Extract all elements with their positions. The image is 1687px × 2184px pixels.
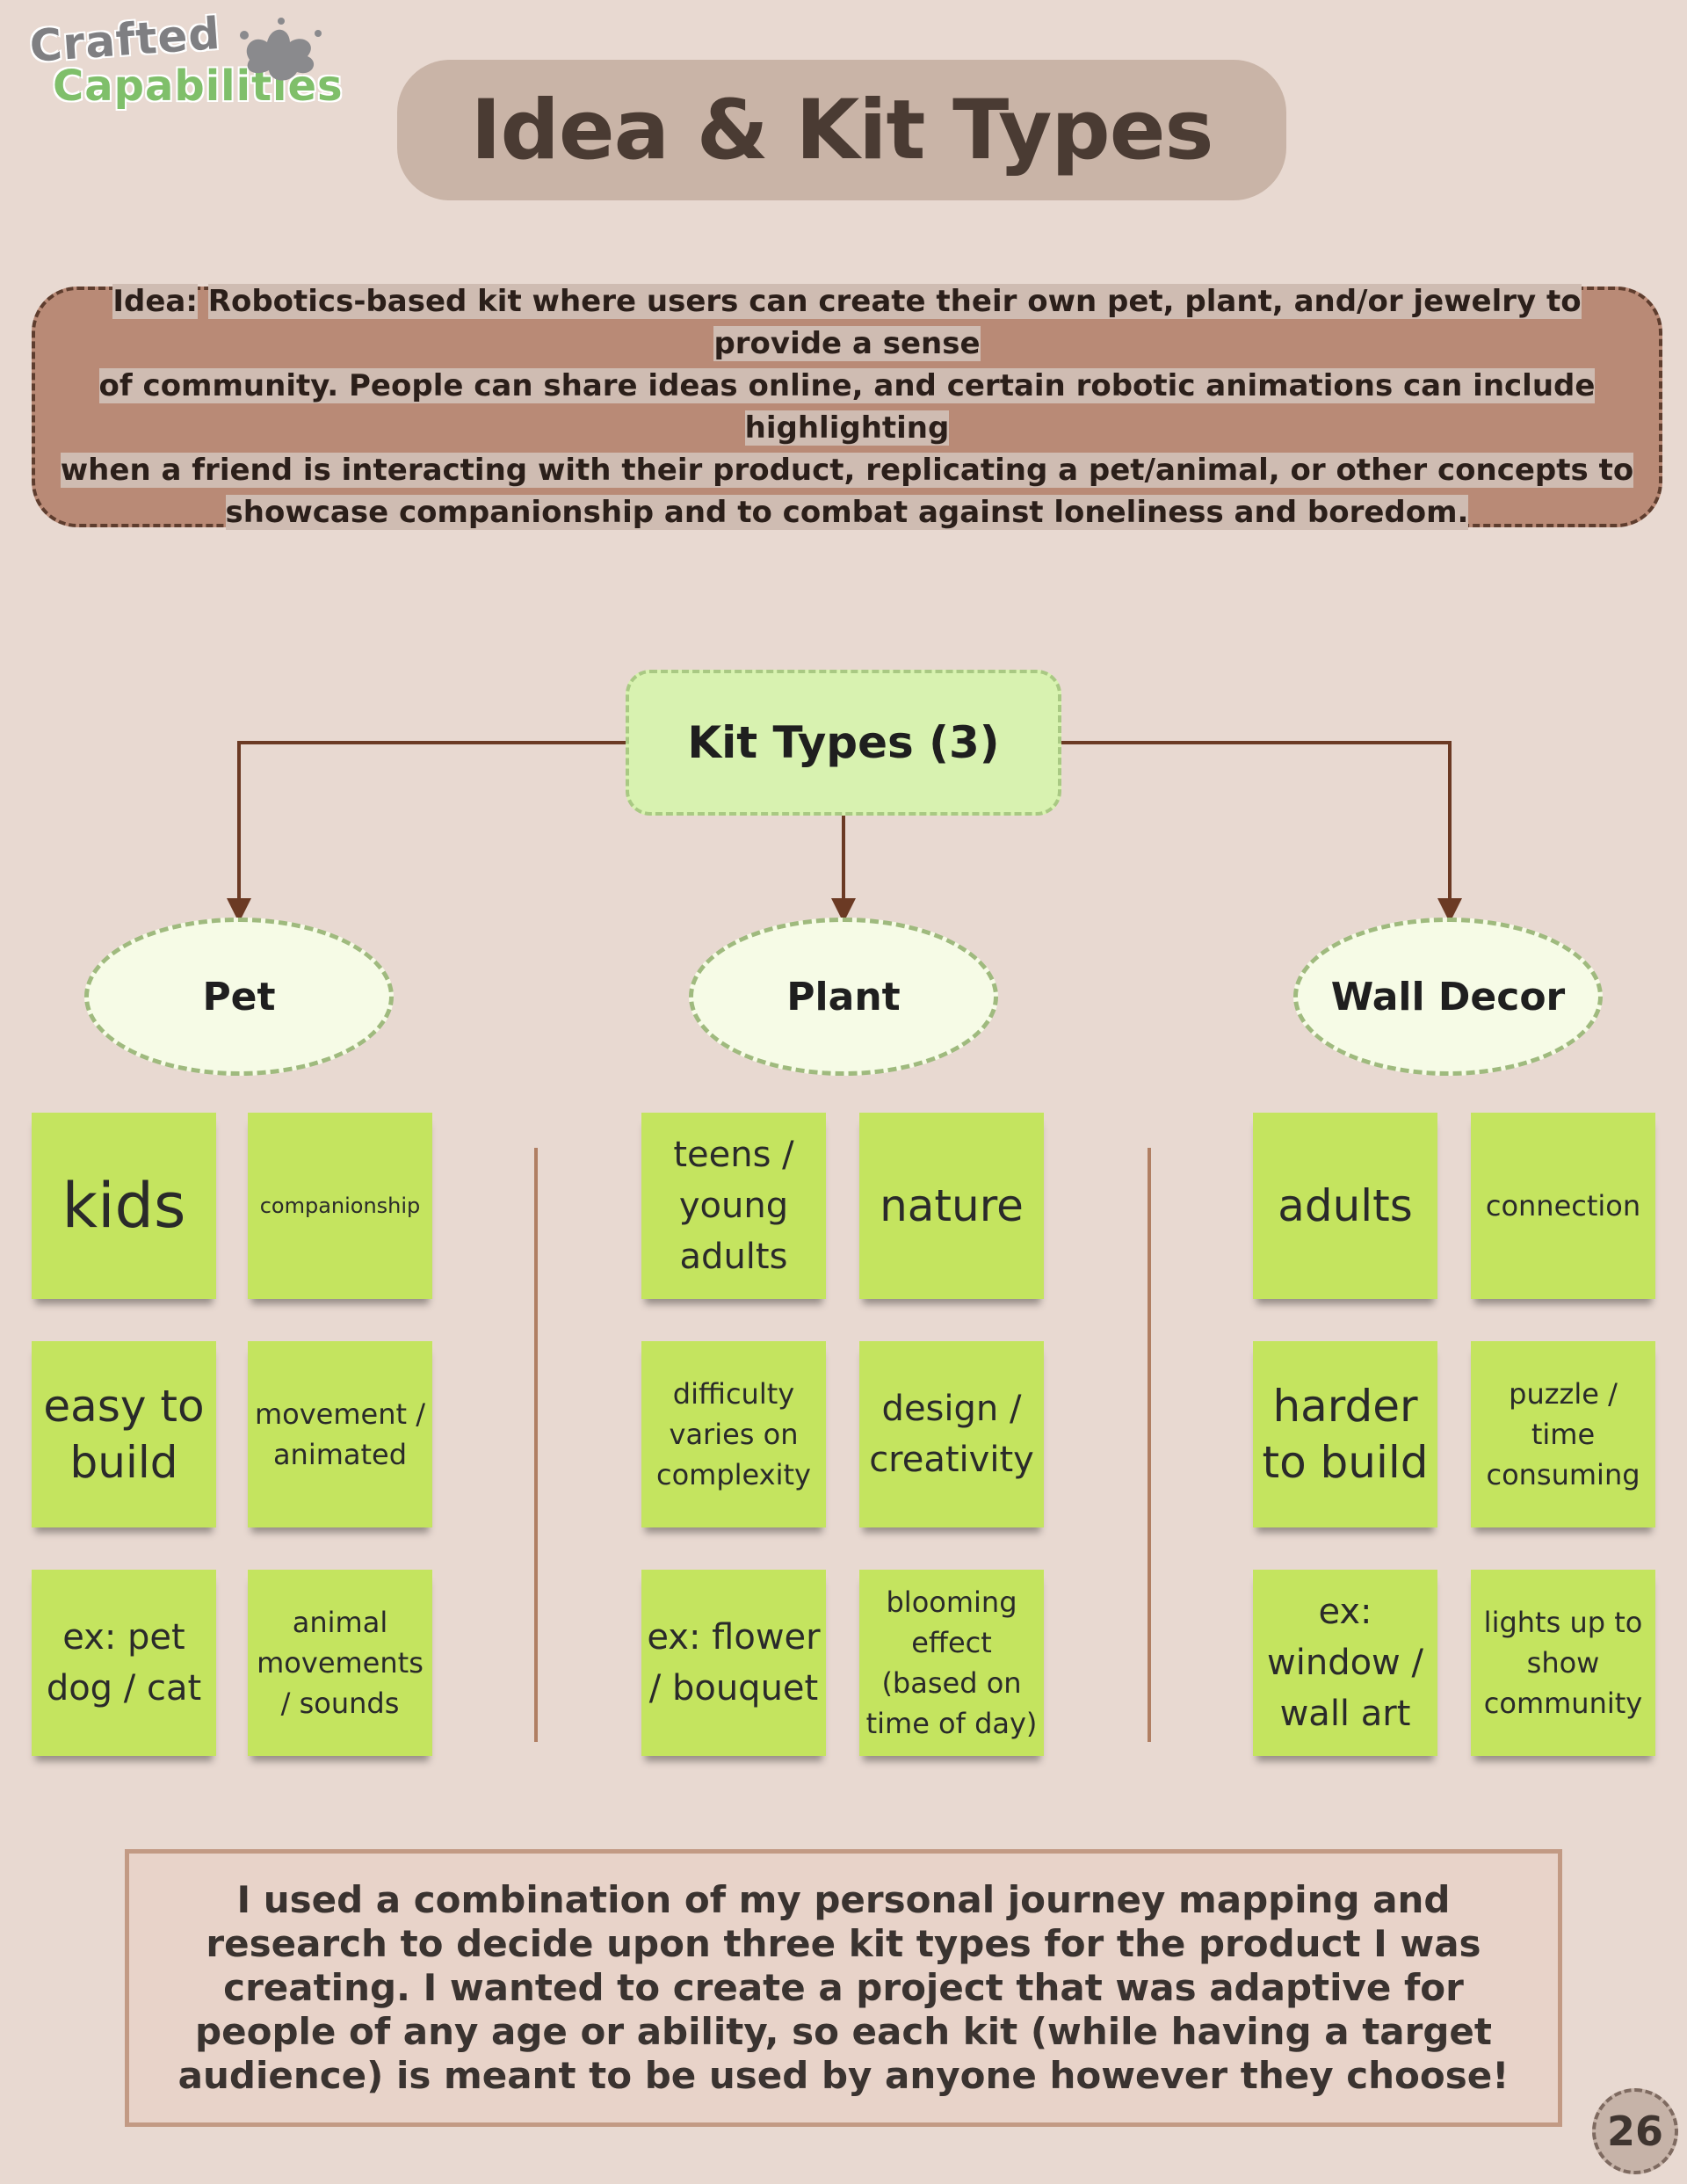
idea-text: Idea: Robotics-based kit where users can…: [44, 280, 1650, 533]
connector-pet: [227, 741, 626, 923]
conclusion-text: I used a combination of my personal jour…: [177, 1878, 1510, 2097]
sticky-note: harder to build: [1253, 1341, 1437, 1527]
page-number-badge: 26: [1592, 2088, 1678, 2174]
kit-types-root-label: Kit Types (3): [687, 717, 1000, 768]
note-text: connection: [1485, 1189, 1641, 1223]
sticky-note: movement / animated: [248, 1341, 432, 1527]
page-title: Idea & Kit Types: [470, 82, 1214, 178]
brand-logo: Crafted Capabilities: [28, 8, 343, 121]
note-text: movement / animated: [254, 1397, 425, 1471]
branch-pet: Pet: [84, 918, 394, 1076]
idea-line-1: Robotics-based kit where users can creat…: [207, 284, 1582, 361]
divider-line: [1148, 1148, 1151, 1742]
idea-label: Idea:: [112, 284, 198, 319]
sticky-note: kids: [32, 1113, 216, 1299]
branch-plant-label: Plant: [786, 974, 901, 1019]
note-text: design / creativity: [869, 1389, 1034, 1480]
note-text: companionship: [259, 1194, 421, 1218]
note-text: ex: pet dog / cat: [46, 1617, 202, 1709]
sticky-note: animal movements / sounds: [248, 1570, 432, 1756]
sticky-note: teens / young adults: [641, 1113, 826, 1299]
sticky-note: easy to build: [32, 1341, 216, 1527]
note-text: nature: [880, 1180, 1024, 1231]
sticky-note: design / creativity: [859, 1341, 1044, 1527]
sticky-note: ex: flower / bouquet: [641, 1570, 826, 1756]
sticky-note: difficulty varies on complexity: [641, 1341, 826, 1527]
note-text: kids: [62, 1170, 186, 1242]
note-text: ex: flower / bouquet: [647, 1617, 821, 1709]
sticky-note: companionship: [248, 1113, 432, 1299]
note-text: easy to build: [43, 1381, 205, 1488]
paint-splat-icon: [240, 18, 322, 81]
sticky-note: blooming effect (based on time of day): [859, 1570, 1044, 1756]
kit-types-root-node: Kit Types (3): [626, 670, 1061, 816]
sticky-note: lights up to show community: [1471, 1570, 1655, 1756]
title-banner: Idea & Kit Types: [397, 60, 1286, 200]
sticky-note: puzzle / time consuming: [1471, 1341, 1655, 1527]
connector-wall-decor: [1061, 741, 1462, 923]
note-text: blooming effect (based on time of day): [865, 1585, 1038, 1740]
divider-line: [534, 1148, 538, 1742]
page-number: 26: [1606, 2108, 1663, 2155]
branch-wall-decor-label: Wall Decor: [1330, 974, 1566, 1019]
sticky-note: connection: [1471, 1113, 1655, 1299]
note-text: teens / young adults: [673, 1135, 794, 1277]
note-text: ex: window / wall art: [1267, 1592, 1423, 1734]
branch-pet-label: Pet: [202, 974, 276, 1019]
sticky-note: nature: [859, 1113, 1044, 1299]
sticky-note: adults: [1253, 1113, 1437, 1299]
sticky-note: ex: pet dog / cat: [32, 1570, 216, 1756]
idea-box: Idea: Robotics-based kit where users can…: [32, 284, 1662, 530]
idea-line-3: when a friend is interacting with their …: [60, 453, 1634, 488]
idea-line-2: of community. People can share ideas onl…: [98, 368, 1596, 446]
sticky-note: ex: window / wall art: [1253, 1570, 1437, 1756]
idea-line-4: showcase companionship and to combat aga…: [225, 495, 1469, 530]
branch-wall-decor: Wall Decor: [1293, 918, 1603, 1076]
note-text: adults: [1278, 1180, 1413, 1231]
note-text: lights up to show community: [1483, 1606, 1643, 1720]
note-text: animal movements / sounds: [257, 1606, 424, 1720]
note-text: difficulty varies on complexity: [656, 1377, 811, 1491]
branch-plant: Plant: [689, 918, 998, 1076]
note-text: puzzle / time consuming: [1486, 1377, 1640, 1491]
conclusion-box: I used a combination of my personal jour…: [125, 1849, 1562, 2127]
note-text: harder to build: [1262, 1381, 1429, 1488]
